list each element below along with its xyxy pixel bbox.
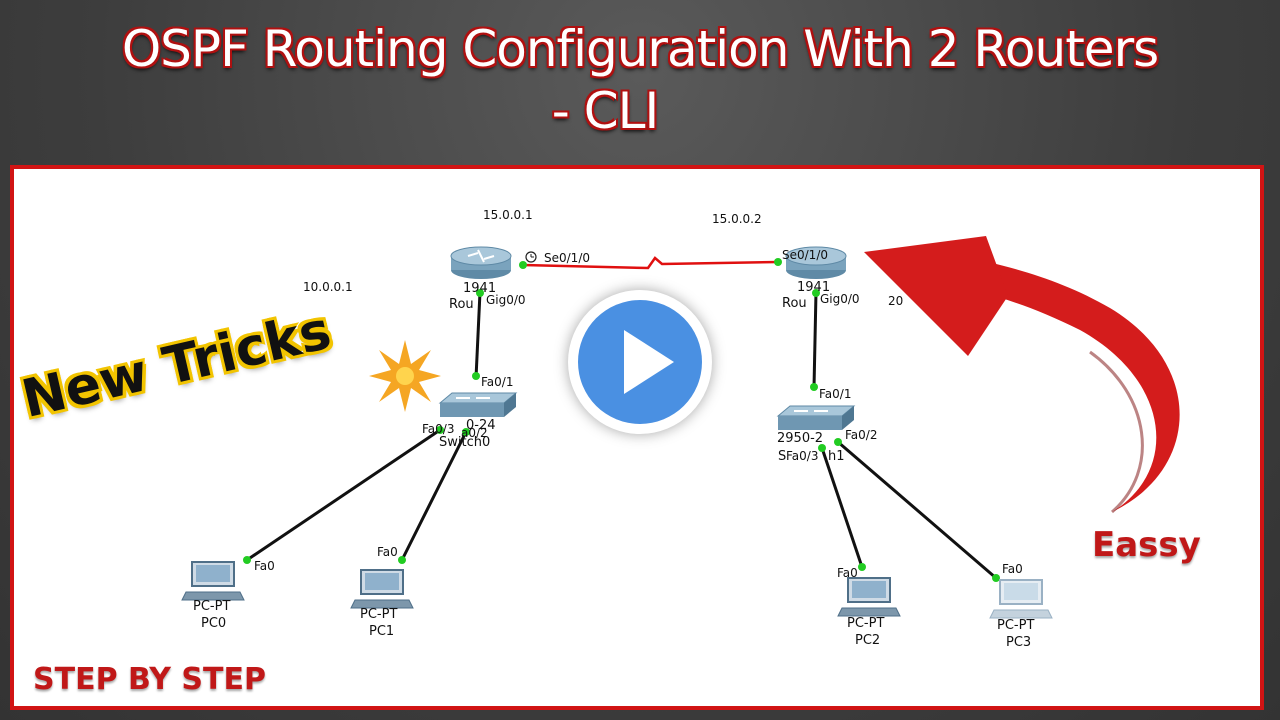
title-line-2: - CLI xyxy=(551,82,659,140)
link-sw1-pc3 xyxy=(837,440,997,580)
port-status-dots xyxy=(243,258,1000,582)
port-label: Gig0/0 xyxy=(486,293,526,307)
link-sw0-pc1 xyxy=(400,431,468,561)
switch-name: Switch0 xyxy=(439,435,491,450)
serial-link xyxy=(522,256,779,270)
link-r1-sw1 xyxy=(812,291,818,389)
switch-model: 2950-2 xyxy=(777,431,824,446)
router-icon[interactable] xyxy=(785,246,847,279)
red-arrow-icon xyxy=(864,236,1180,514)
port-label: Fa0/1 xyxy=(819,387,852,401)
switch-name: S xyxy=(778,449,787,464)
port-label: Se0/1/0 xyxy=(782,248,828,262)
clock-icon xyxy=(525,251,537,263)
router-icon[interactable] xyxy=(450,246,512,279)
pc-name: PC2 xyxy=(855,633,881,648)
topology-canvas xyxy=(10,165,1264,710)
router-name: Rou xyxy=(449,297,474,312)
step-by-step-badge: STEP BY STEP xyxy=(33,662,266,697)
router-name: Rou xyxy=(782,296,807,311)
ip-label-r1-lan: 20 xyxy=(888,294,904,308)
pc-type: PC-PT xyxy=(847,616,885,631)
port-label: Fa0 xyxy=(837,566,858,580)
router-model: 1941 xyxy=(797,280,831,295)
port-label: Gig0/0 xyxy=(820,292,860,306)
port-label: Se0/1/0 xyxy=(544,251,590,265)
title-line-1: OSPF Routing Configuration With 2 Router… xyxy=(121,20,1159,78)
starburst-icon xyxy=(369,340,441,412)
port-label: Fa0/1 xyxy=(481,375,514,389)
port-label: Fa0 xyxy=(254,559,275,573)
ip-label-r0-serial: 15.0.0.1 xyxy=(483,208,533,222)
pc-icon[interactable] xyxy=(181,561,245,601)
pc-type: PC-PT xyxy=(193,599,231,614)
pc-icon[interactable] xyxy=(350,569,414,609)
port-label: Fa0/3 xyxy=(422,422,455,436)
pc-name: PC3 xyxy=(1006,635,1032,650)
pc-icon[interactable] xyxy=(837,577,901,617)
ip-label-r0-lan: 10.0.0.1 xyxy=(303,280,353,294)
pc-name: PC0 xyxy=(201,616,227,631)
video-title: OSPF Routing Configuration With 2 Router… xyxy=(0,18,1280,142)
switch-model: 0-24 xyxy=(466,418,496,433)
switch-name-tail: h1 xyxy=(828,449,845,464)
router-model: 1941 xyxy=(463,281,497,296)
port-label: Fa0/3 xyxy=(786,449,819,463)
link-r0-sw0 xyxy=(474,291,482,379)
pc-name: PC1 xyxy=(369,624,395,639)
switch-icon[interactable] xyxy=(438,392,518,417)
port-label: Fa0 xyxy=(377,545,398,559)
port-label: a0/2 xyxy=(461,426,488,440)
pc-type: PC-PT xyxy=(997,618,1035,633)
eassy-badge: Eassy xyxy=(1092,525,1201,565)
link-sw0-pc0 xyxy=(246,428,441,562)
pc-icon[interactable] xyxy=(989,579,1053,619)
play-button[interactable] xyxy=(568,290,712,434)
link-sw1-pc2 xyxy=(820,447,864,568)
ip-label-r1-serial: 15.0.0.2 xyxy=(712,212,762,226)
play-icon xyxy=(578,300,702,424)
port-label: Fa0 xyxy=(1002,562,1023,576)
port-label: Fa0/2 xyxy=(845,428,878,442)
pc-type: PC-PT xyxy=(360,607,398,622)
switch-icon[interactable] xyxy=(776,405,856,430)
